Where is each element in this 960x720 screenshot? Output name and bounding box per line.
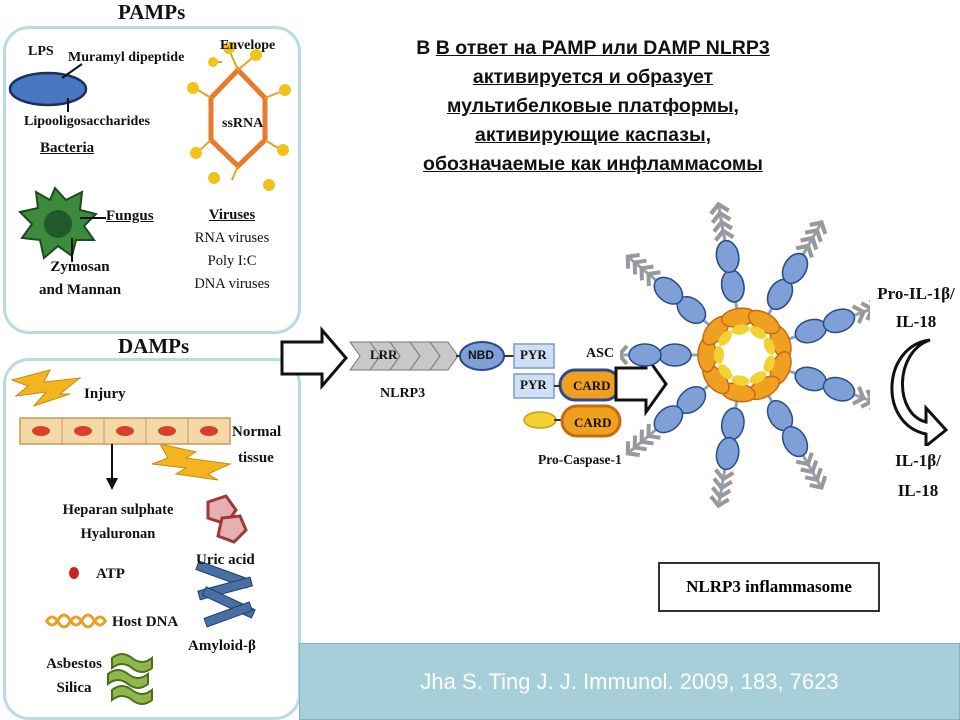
hyaluronan-label: Hyaluronan [80, 526, 156, 542]
asc-pyr-domain-icon [513, 373, 555, 399]
heading-line-1: В В ответ на PAMP или DAMP NLRP3 [416, 37, 770, 59]
asc-label: ASC [586, 346, 615, 361]
card-label-1: CARD [573, 378, 611, 393]
nbd-bead [720, 269, 745, 303]
heading-line-5: обозначаемые как инфламмасомы [378, 150, 808, 179]
heading-line-1-text: В ответ на PAMP или DAMP NLRP3 [435, 37, 770, 59]
zymosan-line: Zymosan [50, 259, 110, 275]
damps-illustration [10, 369, 256, 705]
zymosan-label: Zymosan and Mannan [20, 256, 140, 302]
heparan-block: Heparan sulphate Hyaluronan [48, 498, 188, 546]
virus-icon [187, 42, 291, 191]
mannan-line: and Mannan [38, 282, 122, 298]
nlrp3-pathway [280, 325, 668, 438]
heading-line-3: мультибелковые платформы, [378, 92, 808, 121]
il18-label: IL-18 [897, 481, 939, 500]
asbestos-silica-icon [107, 653, 153, 705]
uric-acid-label: Uric acid [196, 552, 255, 568]
pyr-domain-icon [513, 343, 555, 369]
procaspase-label: Pro-Caspase-1 [538, 452, 622, 467]
lps-label: LPS [28, 44, 54, 59]
heading-line-2: активируется и образует [378, 63, 808, 92]
heparan-label: Heparan sulphate [62, 502, 174, 518]
heading-line-2-text: активируется и образует [472, 66, 714, 88]
nbd-bead [781, 425, 809, 458]
nbd-bead [658, 343, 692, 367]
nlrp3-label: NLRP3 [380, 386, 426, 401]
envelope-label: Envelope [220, 38, 276, 53]
inflammasome-icon [620, 201, 870, 509]
slide-heading: В В ответ на PAMP или DAMP NLRP3 активир… [378, 34, 808, 179]
amyloid-label: Amyloid-β [188, 638, 256, 654]
poly-ic-label: Poly I:C [207, 253, 257, 269]
injury-label: Injury [84, 386, 126, 402]
lipooligosaccharides-label: Lipooligosaccharides [24, 114, 151, 129]
nbd-bead [822, 308, 856, 334]
il1b-label: IL-1β/ [895, 451, 941, 470]
silica-label: Silica [56, 680, 92, 696]
lrr-label: LRR [370, 347, 398, 362]
atp-icon [69, 567, 79, 579]
uric-acid-icon [206, 494, 248, 544]
nbd-bead [628, 343, 662, 367]
il-block: IL-1β/ IL-18 [880, 446, 956, 506]
nbd-bead [715, 239, 740, 274]
pro-il-block: Pro-IL-1β/ IL-18 [872, 280, 960, 336]
asc-pyr-label: PYR [520, 377, 547, 392]
normal-label: Normal [232, 424, 282, 440]
viruses-title: Viruses [208, 207, 256, 223]
normal-tissue-icon [19, 417, 231, 445]
nbd-bead [720, 407, 745, 441]
muramyl-label: Muramyl dipeptide [68, 50, 185, 65]
injury-lightning-icon-2 [151, 443, 232, 481]
ssrna-label: ssRNA [222, 116, 264, 131]
pamps-illustration [8, 42, 291, 262]
cleavage-arrow-icon [890, 338, 949, 446]
injury-lightning-icon [10, 369, 82, 408]
heading-line-3-text: мультибелковые платформы, [447, 95, 739, 117]
bacteria-icon [8, 71, 88, 107]
viruses-block: Viruses RNA viruses Poly I:C DNA viruses [176, 204, 288, 296]
citation-box: Jha S. Ting J. J. Immunol. 2009, 183, 76… [299, 643, 960, 720]
card-domain-icon-2 [560, 404, 622, 438]
host-dna-label: Host DNA [112, 614, 179, 630]
asbestos-block: Asbestos Silica [34, 652, 114, 700]
atp-label: ATP [96, 566, 125, 582]
heading-line-4-text: активирующие каспазы, [474, 124, 712, 146]
nbd-bead [653, 276, 684, 305]
nbd-label: NBD [468, 348, 494, 362]
nbd-bead [822, 376, 856, 402]
damps-title: DAMPs [118, 334, 190, 358]
pro-il18-label: IL-18 [895, 312, 937, 331]
procaspase-head-icon [523, 411, 557, 429]
amyloid-beta-icon [195, 560, 256, 628]
heading-line-4: активирующие каспазы, [378, 121, 808, 150]
dna-viruses-label: DNA viruses [194, 276, 270, 292]
bacteria-label: Bacteria [40, 140, 95, 156]
nbd-bead [653, 405, 684, 434]
card-label-2: CARD [574, 415, 612, 430]
inflammasome-label: NLRP3 inflammasome [658, 562, 880, 612]
fungus-icon [18, 186, 98, 260]
asbestos-label: Asbestos [46, 656, 102, 672]
nbd-bead [715, 436, 740, 471]
tissue-label: tissue [238, 450, 274, 466]
lrr-domain-icon [349, 341, 459, 371]
heading-line-5-text: обозначаемые как инфламмасомы [423, 153, 763, 175]
rna-viruses-label: RNA viruses [194, 230, 270, 246]
pyr-label: PYR [520, 347, 547, 362]
fungus-label: Fungus [106, 208, 154, 224]
nbd-bead [781, 252, 809, 285]
pamps-title: PAMPs [118, 0, 186, 24]
pro-il1b-label: Pro-IL-1β/ [877, 284, 955, 303]
citation-text: Jha S. Ting J. J. Immunol. 2009, 183, 76… [420, 668, 839, 694]
activation-arrow-1 [280, 325, 348, 391]
